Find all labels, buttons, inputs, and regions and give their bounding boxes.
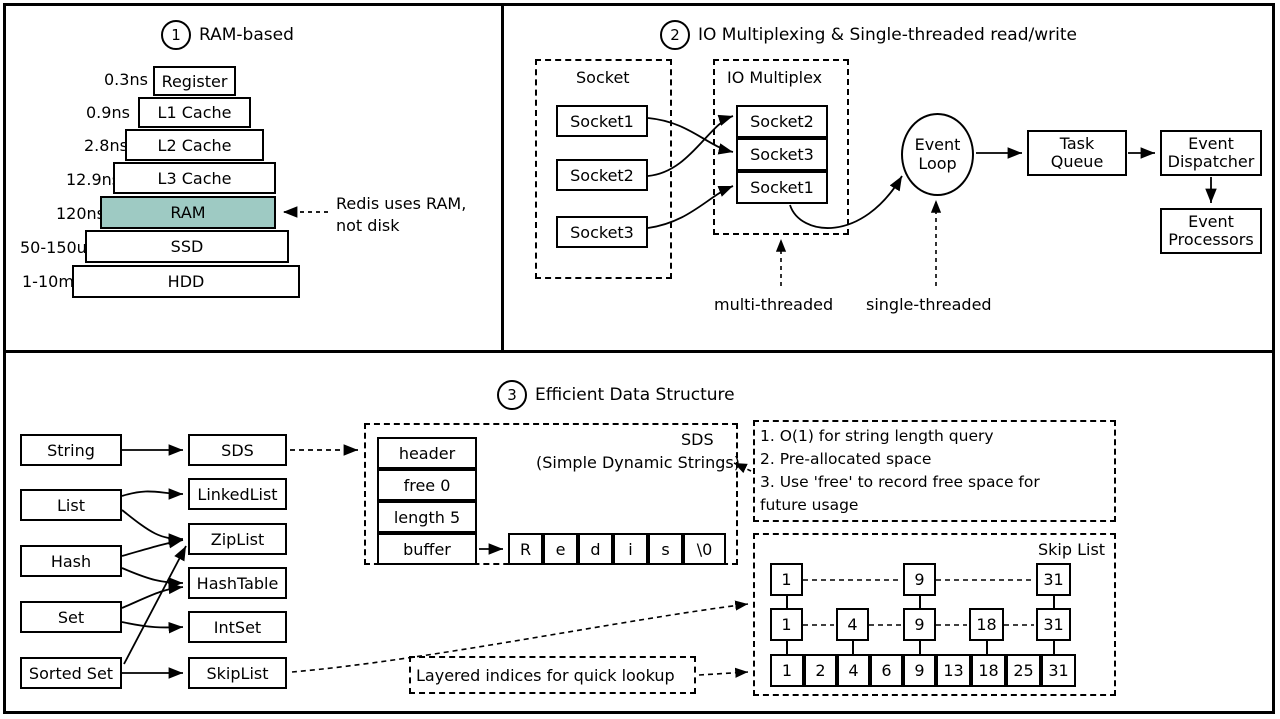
memory-level-l1-cache: L1 Cache bbox=[138, 97, 251, 128]
latency-label-register: 0.3ns bbox=[104, 70, 148, 89]
socket-box-1: Socket1 bbox=[556, 105, 648, 137]
skiplist-l2-node-3: 18 bbox=[969, 608, 1004, 641]
encoding-ziplist: ZipList bbox=[188, 523, 287, 555]
socket-group-label: Socket bbox=[576, 68, 630, 87]
sds-field-buffer: buffer bbox=[377, 533, 477, 565]
skiplist-l2-node-1: 4 bbox=[836, 608, 869, 641]
panel1-title: RAM-based bbox=[199, 25, 294, 45]
event-dispatcher-line2: Dispatcher bbox=[1167, 152, 1255, 171]
encoding-hashtable: HashTable bbox=[188, 567, 287, 599]
skiplist-l3-node-1: 9 bbox=[903, 563, 936, 596]
outer-frame bbox=[3, 3, 1275, 714]
latency-label-l3: 12.9ns bbox=[66, 170, 121, 189]
multiplex-socket-3: Socket1 bbox=[736, 171, 828, 204]
single-threaded-label: single-threaded bbox=[866, 295, 992, 314]
panel2-title: IO Multiplexing & Single-threaded read/w… bbox=[698, 25, 1077, 45]
latency-label-hdd: 1-10ms bbox=[22, 272, 83, 291]
ram-annotation-line1: Redis uses RAM, bbox=[336, 194, 467, 213]
skiplist-l1-node-8: 31 bbox=[1041, 654, 1076, 687]
socket-box-2: Socket2 bbox=[556, 159, 648, 191]
sds-note-3-cont: future usage bbox=[760, 496, 859, 514]
vertical-divider bbox=[501, 5, 504, 351]
skiplist-l1-node-0: 1 bbox=[770, 654, 804, 687]
skiplist-l1-node-1: 2 bbox=[804, 654, 837, 687]
latency-label-l1: 0.9ns bbox=[86, 103, 130, 122]
event-processors-line2: Processors bbox=[1168, 230, 1254, 249]
panel2-heading: 2 IO Multiplexing & Single-threaded read… bbox=[660, 20, 1077, 50]
skiplist-l1-node-5: 13 bbox=[936, 654, 971, 687]
skiplist-l3-node-2: 31 bbox=[1036, 563, 1071, 596]
multi-threaded-label: multi-threaded bbox=[714, 295, 834, 314]
sds-note-2: 2. Pre-allocated space bbox=[760, 450, 932, 468]
skiplist-l1-node-3: 6 bbox=[870, 654, 903, 687]
skiplist-l3-node-0: 1 bbox=[770, 563, 803, 596]
sds-field-header: header bbox=[377, 437, 477, 469]
skiplist-l1-node-7: 25 bbox=[1006, 654, 1041, 687]
panel1-number: 1 bbox=[161, 20, 191, 50]
latency-label-ram: 120ns bbox=[56, 204, 106, 223]
panel2-number: 2 bbox=[660, 20, 690, 50]
datatype-hash: Hash bbox=[20, 545, 122, 577]
panel3-title: Efficient Data Structure bbox=[535, 385, 735, 405]
event-dispatcher-node: Event Dispatcher bbox=[1160, 130, 1262, 176]
sds-buffer-char-3: i bbox=[613, 533, 648, 565]
horizontal-divider bbox=[5, 350, 1275, 353]
sds-buffer-char-2: d bbox=[578, 533, 613, 565]
panel3-number: 3 bbox=[497, 380, 527, 410]
skiplist-title: Skip List bbox=[1038, 540, 1106, 559]
memory-level-l2-cache: L2 Cache bbox=[125, 129, 264, 161]
event-processors-line1: Event bbox=[1188, 212, 1234, 232]
sds-buffer-char-0: R bbox=[508, 533, 543, 565]
event-loop-node: Event Loop bbox=[901, 113, 974, 196]
sds-buffer-char-5: \0 bbox=[683, 533, 726, 565]
encoding-sds: SDS bbox=[188, 434, 287, 466]
panel3-heading: 3 Efficient Data Structure bbox=[497, 380, 735, 410]
task-queue-line2: Queue bbox=[1050, 152, 1104, 171]
skiplist-note-text: Layered indices for quick lookup bbox=[416, 666, 675, 685]
memory-level-register: Register bbox=[153, 66, 236, 96]
latency-label-ssd: 50-150us bbox=[20, 238, 96, 257]
memory-level-hdd: HDD bbox=[72, 265, 300, 298]
task-queue-node: Task Queue bbox=[1027, 130, 1127, 176]
latency-label-l2: 2.8ns bbox=[84, 136, 128, 155]
encoding-intset: IntSet bbox=[188, 611, 287, 643]
encoding-linkedlist: LinkedList bbox=[188, 478, 287, 510]
sds-buffer-char-1: e bbox=[543, 533, 578, 565]
sds-field-length: length 5 bbox=[377, 501, 477, 533]
task-queue-line1: Task bbox=[1059, 134, 1095, 154]
sds-field-free: free 0 bbox=[377, 469, 477, 501]
event-loop-line2: Loop bbox=[918, 153, 957, 173]
datatype-string: String bbox=[20, 434, 122, 466]
encoding-skiplist: SkipList bbox=[188, 657, 287, 689]
memory-level-ram: RAM bbox=[100, 196, 276, 229]
event-loop-line1: Event bbox=[914, 135, 961, 155]
sds-notes-container bbox=[753, 420, 1116, 522]
skiplist-l2-node-4: 31 bbox=[1036, 608, 1071, 641]
memory-level-ssd: SSD bbox=[85, 230, 289, 263]
multiplex-socket-2: Socket3 bbox=[736, 138, 828, 171]
datatype-sorted-set: Sorted Set bbox=[20, 657, 122, 689]
event-dispatcher-line1: Event bbox=[1188, 134, 1234, 154]
sds-subtitle: (Simple Dynamic Strings) bbox=[536, 453, 740, 472]
event-processors-node: Event Processors bbox=[1160, 208, 1262, 254]
io-multiplex-label: IO Multiplex bbox=[727, 68, 823, 87]
skiplist-l1-node-2: 4 bbox=[837, 654, 870, 687]
memory-level-l3-cache: L3 Cache bbox=[113, 162, 276, 194]
skiplist-l1-node-4: 9 bbox=[903, 654, 936, 687]
skiplist-l1-node-6: 18 bbox=[971, 654, 1006, 687]
ram-annotation-line2: not disk bbox=[336, 216, 400, 235]
skiplist-l2-node-0: 1 bbox=[770, 608, 803, 641]
multiplex-socket-1: Socket2 bbox=[736, 105, 828, 138]
sds-note-3: 3. Use 'free' to record free space for bbox=[760, 473, 1040, 491]
skiplist-container bbox=[753, 533, 1116, 696]
panel1-heading: 1 RAM-based bbox=[161, 20, 294, 50]
sds-buffer-char-4: s bbox=[648, 533, 683, 565]
socket-box-3: Socket3 bbox=[556, 216, 648, 248]
sds-note-1: 1. O(1) for string length query bbox=[760, 427, 994, 445]
sds-title: SDS bbox=[681, 430, 714, 449]
skiplist-l2-node-2: 9 bbox=[903, 608, 936, 641]
datatype-set: Set bbox=[20, 601, 122, 633]
datatype-list: List bbox=[20, 489, 122, 521]
